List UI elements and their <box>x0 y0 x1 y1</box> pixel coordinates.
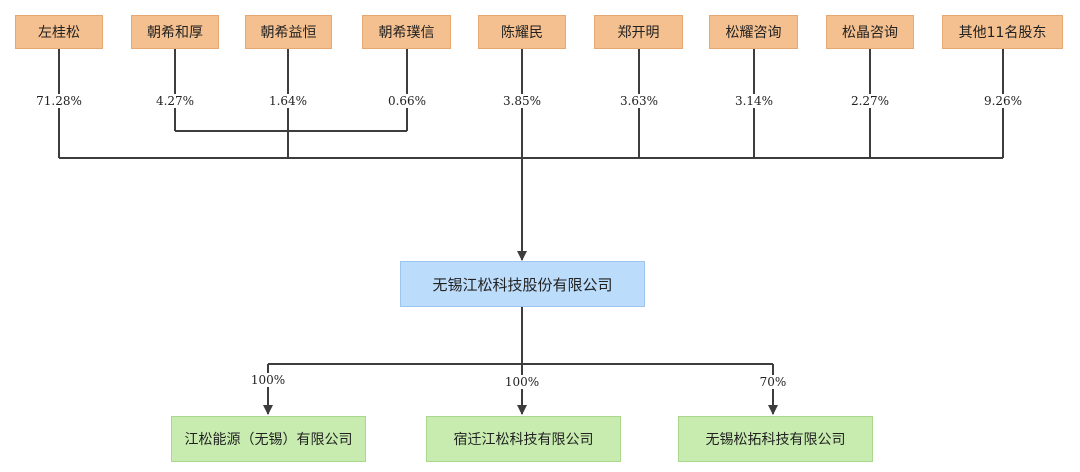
shareholder-name: 左桂松 <box>38 25 80 41</box>
shareholder-name: 其他11名股东 <box>958 25 1047 41</box>
shareholder-pct-label: 3.14% <box>732 94 776 108</box>
subsidiary-name: 宿迁江松科技有限公司 <box>453 432 594 448</box>
shareholder-pct-label: 2.27% <box>848 94 892 108</box>
shareholder-box: 朝希璞信 <box>362 15 451 49</box>
shareholder-name: 朝希和厚 <box>147 25 203 41</box>
shareholder-pct-label: 4.27% <box>153 94 197 108</box>
shareholder-box: 松耀咨询 <box>709 15 798 49</box>
shareholder-name: 松耀咨询 <box>725 25 782 41</box>
subsidiary-pct-label: 100% <box>248 373 288 387</box>
shareholder-pct-label: 0.66% <box>385 94 429 108</box>
shareholder-box: 陈耀民 <box>478 15 566 49</box>
shareholder-box: 朝希和厚 <box>131 15 219 49</box>
shareholder-box: 朝希益恒 <box>245 15 332 49</box>
main-company-box: 无锡江松科技股份有限公司 <box>400 261 645 307</box>
shareholder-box: 郑开明 <box>594 15 683 49</box>
subsidiary-box: 无锡松拓科技有限公司 <box>678 416 873 462</box>
shareholder-name: 陈耀民 <box>501 25 543 41</box>
subsidiary-box: 宿迁江松科技有限公司 <box>426 416 621 462</box>
shareholder-name: 郑开明 <box>617 25 660 41</box>
shareholder-pct-label: 3.85% <box>500 94 544 108</box>
subsidiary-name: 无锡松拓科技有限公司 <box>705 432 846 448</box>
shareholder-name: 松晶咨询 <box>842 25 898 41</box>
shareholder-pct-label: 71.28% <box>34 94 84 108</box>
shareholder-box: 松晶咨询 <box>826 15 914 49</box>
shareholder-pct-label: 9.26% <box>981 94 1025 108</box>
shareholder-box: 其他11名股东 <box>942 15 1063 49</box>
shareholder-name: 朝希益恒 <box>260 25 317 41</box>
subsidiary-name: 江松能源（无锡）有限公司 <box>184 432 353 448</box>
main-company-name: 无锡江松科技股份有限公司 <box>432 275 613 294</box>
subsidiary-pct-label: 100% <box>502 375 542 389</box>
subsidiary-pct-label: 70% <box>757 375 789 389</box>
shareholder-name: 朝希璞信 <box>378 25 435 41</box>
shareholder-pct-label: 1.64% <box>266 94 310 108</box>
shareholder-pct-label: 3.63% <box>617 94 661 108</box>
shareholder-box: 左桂松 <box>15 15 103 49</box>
subsidiary-box: 江松能源（无锡）有限公司 <box>171 416 366 462</box>
